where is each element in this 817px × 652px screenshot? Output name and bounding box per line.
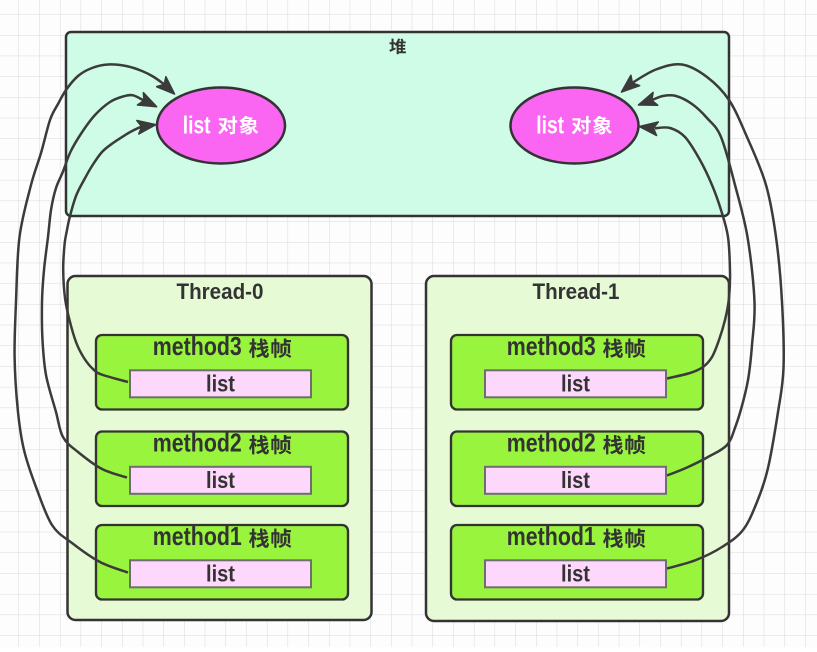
svg-text:list: list [536,112,564,140]
svg-text:method1: method1 [507,521,596,551]
svg-text:list: list [561,560,590,586]
svg-text:list: list [183,112,211,140]
svg-text:method3: method3 [153,331,242,361]
svg-text:list: list [206,370,235,396]
svg-text:list: list [206,467,235,493]
svg-text:method1: method1 [153,521,242,551]
svg-text:method2: method2 [153,428,242,458]
svg-text:Thread-0: Thread-0 [177,279,264,304]
svg-text:method3: method3 [507,331,596,361]
svg-text:list: list [561,467,590,493]
svg-text:list: list [206,560,235,586]
svg-text:list: list [561,370,590,396]
svg-text:method2: method2 [507,428,596,458]
svg-text:Thread-1: Thread-1 [533,279,620,304]
